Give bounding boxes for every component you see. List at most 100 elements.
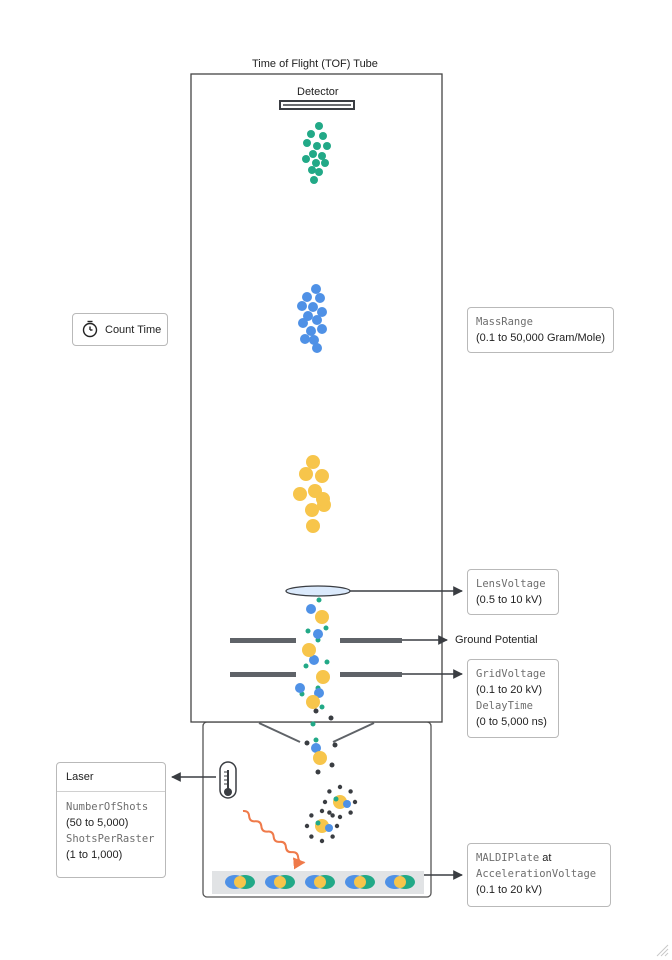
- cloud-medium-ion: [343, 800, 351, 808]
- stream-light-ion: [313, 737, 319, 743]
- grid-voltage-param: GridVoltage: [476, 668, 546, 680]
- stream-light-ion: [310, 721, 316, 727]
- stream-heavy-ion: [302, 643, 316, 657]
- light-ion-cluster: [302, 122, 331, 184]
- cloud-electron: [330, 834, 335, 839]
- light-ion: [323, 142, 331, 150]
- detector-label: Detector: [297, 86, 339, 98]
- stream-heavy-ion: [306, 695, 320, 709]
- heavy-ion: [306, 455, 320, 469]
- sample-spot-core: [234, 876, 246, 888]
- stopwatch-icon: [82, 320, 98, 338]
- electron: [328, 715, 334, 721]
- cloud-light-ion: [333, 796, 339, 802]
- maldi-box: MALDIPlate at AccelerationVoltage (0.1 t…: [467, 843, 611, 907]
- stream-light-ion: [324, 659, 330, 665]
- medium-ion: [315, 293, 325, 303]
- medium-ion: [306, 326, 316, 336]
- sample-spot-core: [354, 876, 366, 888]
- heavy-ion: [305, 503, 319, 517]
- stream-medium-ion: [306, 604, 316, 614]
- cloud-electron: [348, 789, 353, 794]
- cloud-electron: [309, 834, 314, 839]
- grid-plate-left: [230, 672, 296, 677]
- light-ion: [310, 176, 318, 184]
- medium-ion: [297, 301, 307, 311]
- cloud-electron: [337, 814, 343, 820]
- light-ion: [302, 155, 310, 163]
- light-ion: [315, 168, 323, 176]
- medium-ion: [298, 318, 308, 328]
- stream-medium-ion: [313, 629, 323, 639]
- light-ion: [318, 152, 326, 160]
- sample-spot-core: [394, 876, 406, 888]
- sample-spot-core: [274, 876, 286, 888]
- stream-heavy-ion: [315, 610, 329, 624]
- cloud-electron: [330, 813, 335, 818]
- light-ion: [315, 122, 323, 130]
- light-ion: [313, 142, 321, 150]
- medium-ion: [317, 324, 327, 334]
- mass-range-box: MassRange (0.1 to 50,000 Gram/Mole): [467, 307, 614, 353]
- electron: [304, 740, 310, 746]
- cloud-electron: [319, 808, 325, 814]
- cloud-electron: [348, 810, 353, 815]
- cloud-electron: [334, 823, 340, 829]
- stream-light-ion: [303, 663, 309, 669]
- acceleration-voltage-param: AccelerationVoltage: [476, 868, 597, 880]
- stream-heavy-ion: [316, 670, 330, 684]
- stream-light-ion: [323, 625, 329, 631]
- grid-delay-box: GridVoltage (0.1 to 20 kV) DelayTime (0 …: [467, 659, 559, 738]
- cloud-electron: [319, 838, 325, 844]
- number-of-shots-param: NumberOfShots: [66, 801, 149, 813]
- medium-ion-cluster: [297, 284, 327, 353]
- electron: [332, 742, 338, 748]
- medium-ion: [308, 302, 318, 312]
- stream-heavy-ion: [313, 751, 327, 765]
- heavy-ion-cluster: [293, 455, 331, 533]
- ground-potential-label: Ground Potential: [455, 634, 538, 646]
- mass-range-param: MassRange: [476, 316, 533, 328]
- maldi-at-word: at: [542, 852, 552, 864]
- stream-medium-ion: [314, 688, 324, 698]
- count-time-box: Count Time: [72, 313, 168, 346]
- medium-ion: [303, 311, 313, 321]
- stream-medium-ion: [309, 655, 319, 665]
- maldi-plate-param: MALDIPlate: [476, 852, 540, 864]
- light-ion: [319, 132, 327, 140]
- medium-ion: [311, 284, 321, 294]
- cloud-electron: [309, 813, 314, 818]
- cloud-medium-ion: [325, 824, 333, 832]
- cloud-electron: [327, 789, 332, 794]
- stream-light-ion: [319, 704, 325, 710]
- stream-light-ion: [316, 597, 322, 603]
- light-ion: [307, 130, 315, 138]
- ground-plate-right: [340, 638, 402, 643]
- tube-title: Time of Flight (TOF) Tube: [252, 58, 378, 70]
- thermometer-icon: [219, 761, 237, 799]
- ground-plate-left: [230, 638, 296, 643]
- lens-voltage-value: (0.5 to 10 kV): [476, 594, 543, 606]
- light-ion: [308, 166, 316, 174]
- heavy-ion: [293, 487, 307, 501]
- lens-voltage-box: LensVoltage (0.5 to 10 kV): [467, 569, 559, 615]
- medium-ion: [300, 334, 310, 344]
- electron: [329, 762, 335, 768]
- lens-voltage-param: LensVoltage: [476, 578, 546, 590]
- number-of-shots-value: (50 to 5,000): [66, 817, 129, 829]
- einzel-lens: [285, 585, 351, 597]
- electron: [313, 708, 319, 714]
- funnel-right: [332, 722, 375, 743]
- medium-ion: [317, 307, 327, 317]
- cloud-electron: [337, 784, 343, 790]
- light-ion: [321, 159, 329, 167]
- laser-title: Laser: [57, 763, 165, 792]
- stream-light-ion: [305, 628, 311, 634]
- light-ion: [303, 139, 311, 147]
- stream-medium-ion: [295, 683, 305, 693]
- medium-ion: [312, 315, 322, 325]
- shots-per-raster-value: (1 to 1,000): [66, 849, 123, 861]
- cloud-electron: [352, 799, 358, 805]
- grid-plate-right: [340, 672, 402, 677]
